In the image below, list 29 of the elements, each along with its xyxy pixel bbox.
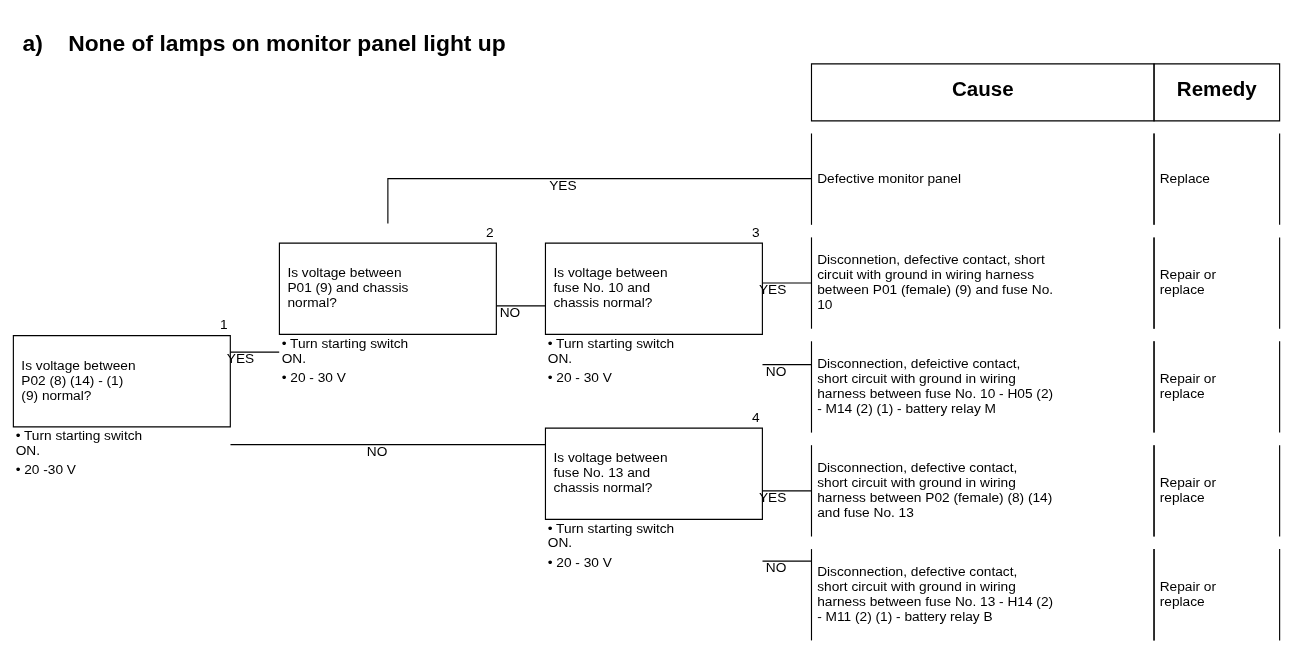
- node-label: 3: [752, 224, 760, 240]
- node-label: 4: [752, 409, 760, 425]
- node-label: • Turn starting switch ON.: [281, 335, 409, 366]
- connector: [495, 305, 546, 307]
- node-text: Defective monitor panel Replace: [817, 170, 1210, 186]
- edge-label: NO: [499, 304, 521, 320]
- edge-label: NO: [765, 363, 787, 379]
- node-label: • Turn starting switch ON.: [547, 335, 675, 366]
- node-label: • Turn starting switch ON.: [15, 428, 143, 458]
- node-text: Disconnection, defective contact, short circuit with ground in wiring harness between fuse No. 13 - H14 (2) - M11 (2) (1) - battery relay B Repair or replace: [817, 564, 1217, 624]
- node-text: Disconnection, defective contact, short circuit with ground in wiring harness between P02 (female) (8) (14) and fuse No. 13 Repair or replace: [817, 460, 1217, 520]
- connector: [761, 560, 812, 562]
- node-label: • Turn starting switch ON.: [547, 520, 675, 551]
- node-box: Is voltage between P01 (9) and chassis normal?: [278, 242, 497, 335]
- node-label: • 20 - 30 V: [281, 369, 346, 385]
- node-label: • 20 - 30 V: [547, 554, 612, 570]
- node-label: 2: [486, 224, 494, 240]
- node-label: 1: [220, 317, 228, 333]
- node-text: Disconnection, defeictive contact, short circuit with ground in wiring harness between fuse No. 10 - H05 (2) - M14 (2) (1) - battery relay M Repair or replace: [817, 356, 1217, 416]
- edge-label: YES: [549, 177, 577, 193]
- node-label: • 20 - 30 V: [547, 369, 612, 385]
- connector: [387, 178, 812, 225]
- node-text: Disconnetion, defective contact, short circuit with ground in wiring harness between P01 (female) (9) and fuse No. 10 Repair or replace: [817, 252, 1217, 312]
- diagram-title: a) None of lamps on monitor panel light up: [22, 30, 506, 57]
- connector: [761, 364, 812, 366]
- edge-label: NO: [765, 560, 787, 576]
- edge-label: NO: [366, 443, 388, 459]
- node-label: • 20 -30 V: [15, 462, 76, 478]
- connector: [229, 444, 546, 446]
